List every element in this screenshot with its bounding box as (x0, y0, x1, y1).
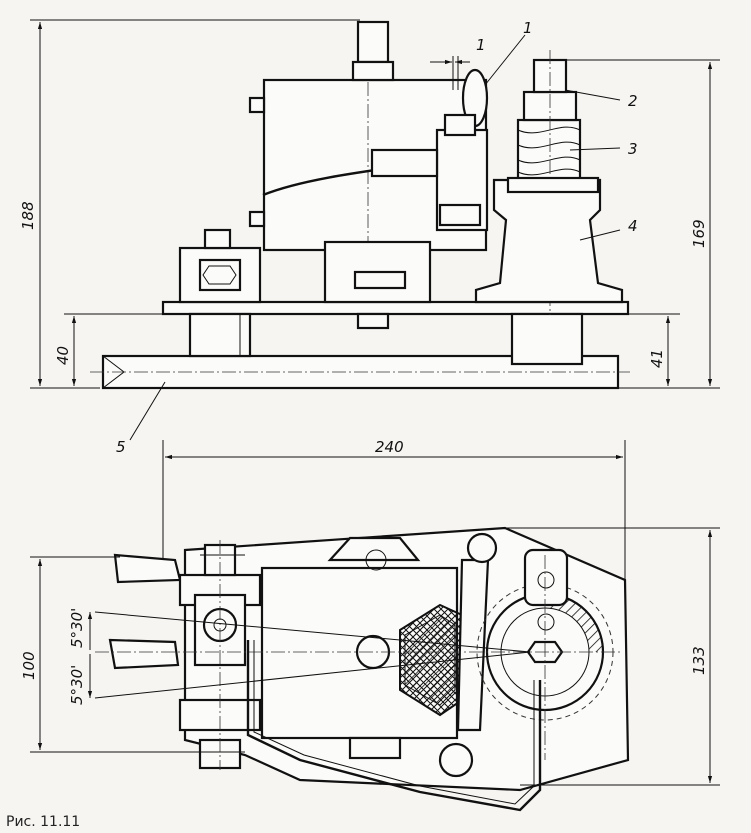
elevation-dimensions: 188 40 169 41 1 (19, 19, 720, 389)
figure-caption: Рис. 11.11 (6, 814, 80, 830)
dim-169: 169 (690, 219, 708, 248)
dim-41: 41 (648, 349, 666, 368)
callout-2: 2 (628, 92, 638, 110)
callout-5: 5 (116, 438, 126, 456)
dim-angle-upper: 5°30' (68, 608, 86, 648)
dim-angle-lower: 5°30' (68, 665, 86, 705)
dim-100: 100 (20, 651, 38, 680)
elevation-view (90, 20, 630, 390)
dim-133: 133 (690, 646, 708, 675)
callout-4: 4 (628, 217, 638, 235)
plan-view (94, 526, 630, 812)
right-spacer (510, 312, 584, 366)
insulator-base (474, 178, 624, 304)
mounting-plate (161, 300, 630, 316)
callout-3: 3 (628, 140, 638, 158)
elevation-callouts: 1 2 3 4 5 (116, 19, 638, 456)
dim-40: 40 (54, 346, 72, 365)
dim-gap-1: 1 (476, 36, 486, 54)
callout-1-top: 1 (523, 19, 533, 37)
dim-188: 188 (19, 201, 37, 230)
left-spacer (188, 312, 252, 358)
dim-240: 240 (375, 438, 404, 456)
plan-dimensions: 240 100 133 5°30' 5°30' (20, 438, 720, 786)
